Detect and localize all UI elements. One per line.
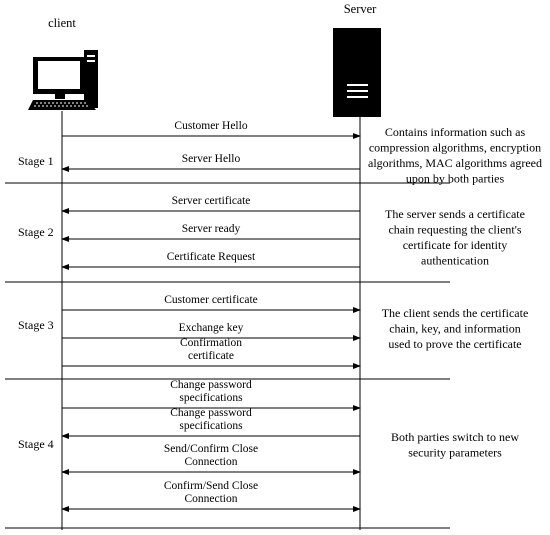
message-label: Server ready <box>182 223 241 235</box>
message-label: Customer Hello <box>174 120 247 132</box>
stage-label: Stage 1 <box>18 154 54 168</box>
server-icon <box>333 28 381 117</box>
computer-icon <box>28 50 98 110</box>
stage-label: Stage 4 <box>18 437 54 451</box>
stage-label: Stage 2 <box>18 225 54 239</box>
client-label: client <box>48 16 76 30</box>
stage-label: Stage 3 <box>18 318 54 332</box>
server-label: Server <box>344 2 377 16</box>
message-label: Exchange key <box>179 322 244 334</box>
message-label: Certificate Request <box>167 251 256 263</box>
message-label: Customer certificate <box>164 294 258 306</box>
message-label: Server certificate <box>172 195 251 207</box>
message-label: Server Hello <box>182 153 241 165</box>
